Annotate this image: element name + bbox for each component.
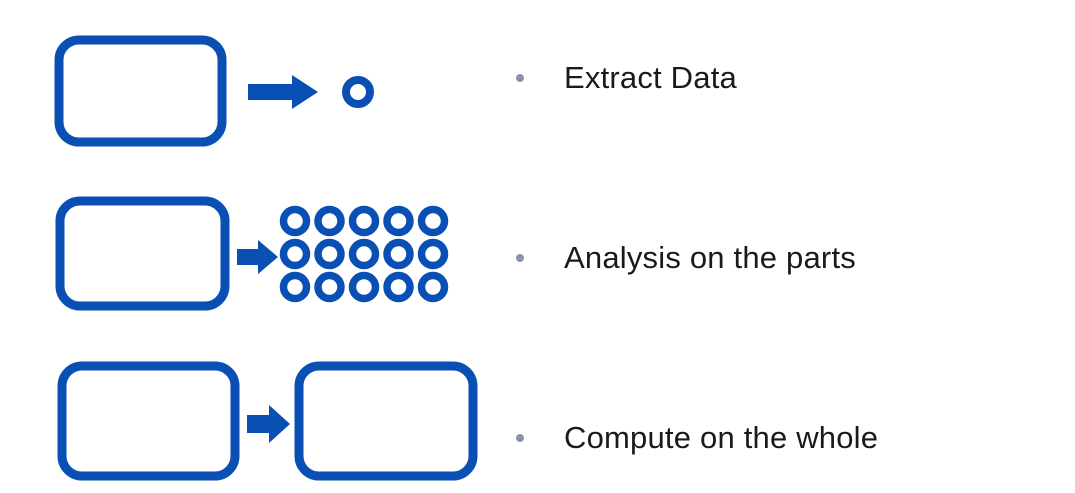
arrow-icon <box>247 405 290 443</box>
part-circle <box>348 238 380 270</box>
part-circle <box>314 271 345 303</box>
part-circle <box>417 271 449 303</box>
bullet-dot <box>516 254 524 262</box>
step-3-item: Compute on the whole <box>516 420 878 456</box>
source-box-2 <box>55 196 230 311</box>
arrow-icon <box>237 240 278 274</box>
arrow-icon <box>248 75 318 109</box>
step-3-label: Compute on the whole <box>564 420 879 455</box>
step-1-item: Extract Data <box>516 60 737 96</box>
bullet-dot <box>516 74 524 82</box>
bullet-dot <box>516 434 524 442</box>
circle-grid <box>279 205 449 303</box>
part-circle <box>383 271 414 303</box>
step-1-label: Extract Data <box>564 60 737 95</box>
data-point-circle <box>342 76 374 108</box>
source-box-1 <box>54 35 227 147</box>
source-box-3 <box>57 361 240 481</box>
part-circle <box>417 205 449 237</box>
part-circle <box>417 238 449 270</box>
part-circle <box>314 238 345 270</box>
part-circle <box>314 205 345 237</box>
result-box <box>294 361 478 481</box>
part-circle <box>383 205 414 237</box>
step-2-label: Analysis on the parts <box>564 240 856 275</box>
part-circle <box>348 271 380 303</box>
step-3-graphic <box>57 361 478 481</box>
step-2-item: Analysis on the parts <box>516 240 856 276</box>
step-1-graphic <box>54 35 374 147</box>
part-circle <box>279 205 311 237</box>
part-circle <box>383 238 414 270</box>
part-circle <box>279 238 311 270</box>
step-2-graphic <box>55 196 449 311</box>
part-circle <box>348 205 380 237</box>
part-circle <box>279 271 311 303</box>
